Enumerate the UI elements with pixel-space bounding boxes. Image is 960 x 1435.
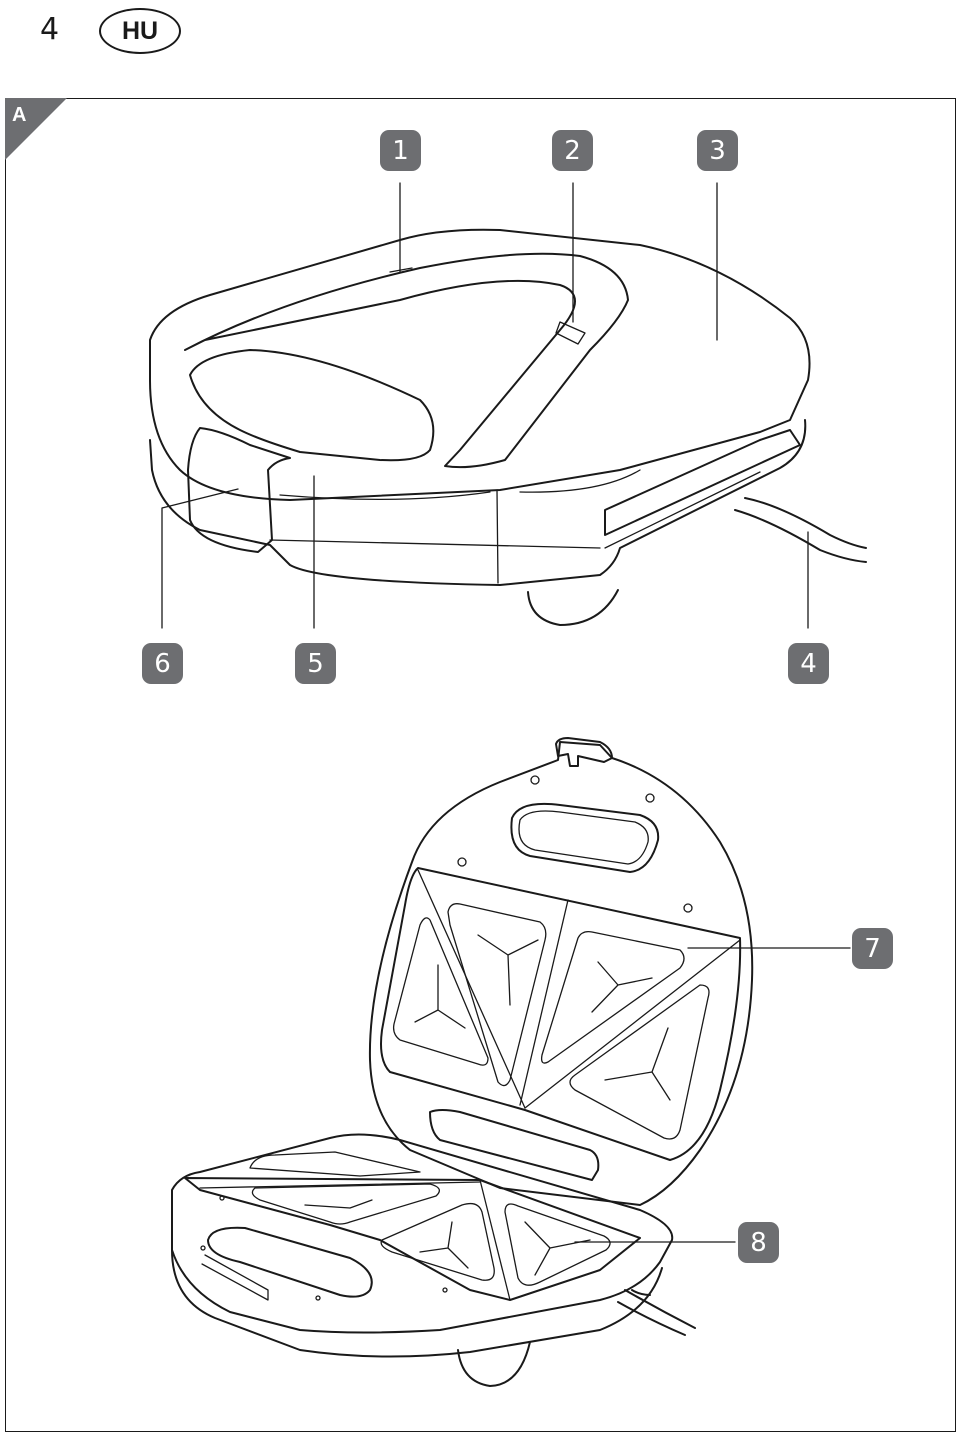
section-tab (5, 98, 67, 160)
callout-3: 3 (697, 130, 738, 171)
page-number: 4 (40, 12, 60, 47)
callout-6: 6 (142, 643, 183, 684)
open-appliance-drawing (171, 737, 851, 1387)
callout-5: 5 (295, 643, 336, 684)
callout-8: 8 (738, 1222, 779, 1263)
callout-1: 1 (380, 130, 421, 171)
section-label: A (12, 104, 27, 126)
callout-4: 4 (788, 643, 829, 684)
callout-7: 7 (852, 928, 893, 969)
closed-appliance-drawing (149, 182, 867, 629)
callout-2: 2 (552, 130, 593, 171)
figure-frame (5, 98, 956, 1432)
language-badge: HU (99, 8, 181, 54)
